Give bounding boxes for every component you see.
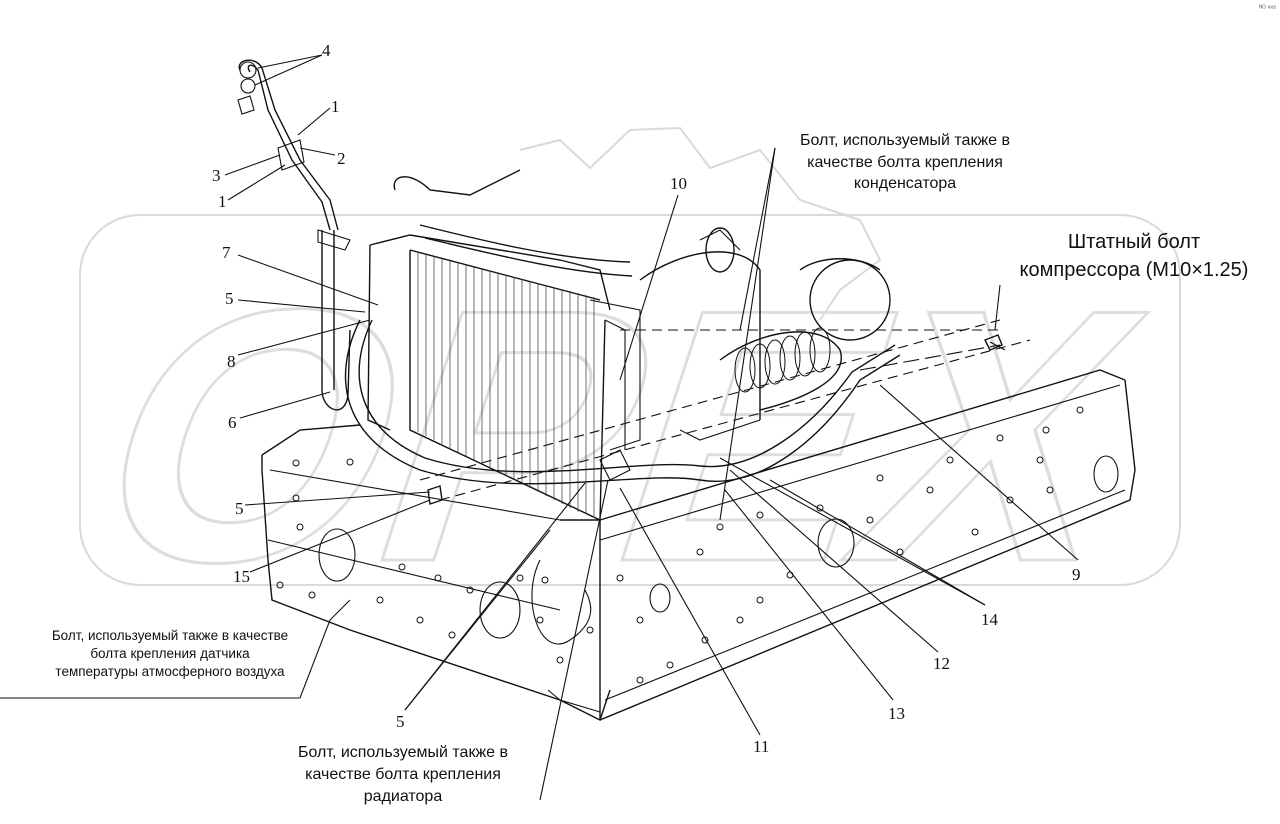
callout-1-top: 1 bbox=[331, 97, 340, 116]
callout-14: 14 bbox=[981, 610, 999, 629]
callout-1-bottom: 1 bbox=[218, 192, 227, 211]
leader-lines bbox=[0, 54, 1079, 801]
callout-5-upper: 5 bbox=[225, 289, 234, 308]
caption-sensor-bolt: Болт, используемый также в качестве болт… bbox=[52, 628, 288, 679]
caption-compressor-bolt: Штатный болт компрессора (M10×1.25) bbox=[1020, 231, 1249, 281]
corner-mark: ᴺᴼ ʷᵃˢ bbox=[1259, 5, 1277, 12]
caption-sensor-line-1: Болт, используемый также в качестве bbox=[52, 628, 288, 643]
callout-12: 12 bbox=[933, 654, 950, 673]
caption-compressor-line-2: компрессора (M10×1.25) bbox=[1020, 259, 1249, 281]
callout-13: 13 bbox=[888, 704, 905, 723]
callout-5-middle: 5 bbox=[235, 499, 244, 518]
condenser-radiator bbox=[367, 234, 641, 522]
callout-7: 7 bbox=[222, 243, 231, 262]
caption-sensor-line-3: температуры атмосферного воздуха bbox=[55, 664, 285, 679]
callout-2: 2 bbox=[337, 149, 346, 168]
callout-4: 4 bbox=[322, 41, 331, 60]
caption-compressor-line-1: Штатный болт bbox=[1068, 231, 1200, 253]
watermark-text: OPEX bbox=[53, 235, 1186, 637]
callout-numbers: 4 1 2 3 1 7 5 8 6 5 15 5 10 11 12 13 14 … bbox=[212, 41, 1081, 756]
callout-3: 3 bbox=[212, 166, 221, 185]
callout-9: 9 bbox=[1072, 565, 1081, 584]
chassis-frame bbox=[261, 319, 1136, 721]
caption-radiator-line-2: качестве болта крепления bbox=[305, 766, 501, 783]
caption-radiator-bolt: Болт, используемый также в качестве болт… bbox=[298, 744, 508, 805]
callout-6: 6 bbox=[228, 413, 237, 432]
caption-radiator-line-1: Болт, используемый также в bbox=[298, 744, 508, 761]
caption-condenser-bolt: Болт, используемый также в качестве болт… bbox=[800, 132, 1010, 192]
caption-radiator-line-3: радиатора bbox=[364, 788, 443, 805]
caption-condenser-line-3: конденсатора bbox=[854, 175, 956, 192]
caption-sensor-line-2: болта крепления датчика bbox=[90, 646, 250, 661]
callout-11: 11 bbox=[753, 737, 769, 756]
callout-8: 8 bbox=[227, 352, 236, 371]
refrigerant-lines bbox=[237, 59, 1006, 505]
caption-condenser-line-2: качестве болта крепления bbox=[807, 154, 1003, 171]
callout-10: 10 bbox=[670, 174, 687, 193]
callout-5-lower: 5 bbox=[396, 712, 405, 731]
callout-15: 15 bbox=[233, 567, 250, 586]
caption-condenser-line-1: Болт, используемый также в bbox=[800, 132, 1010, 149]
